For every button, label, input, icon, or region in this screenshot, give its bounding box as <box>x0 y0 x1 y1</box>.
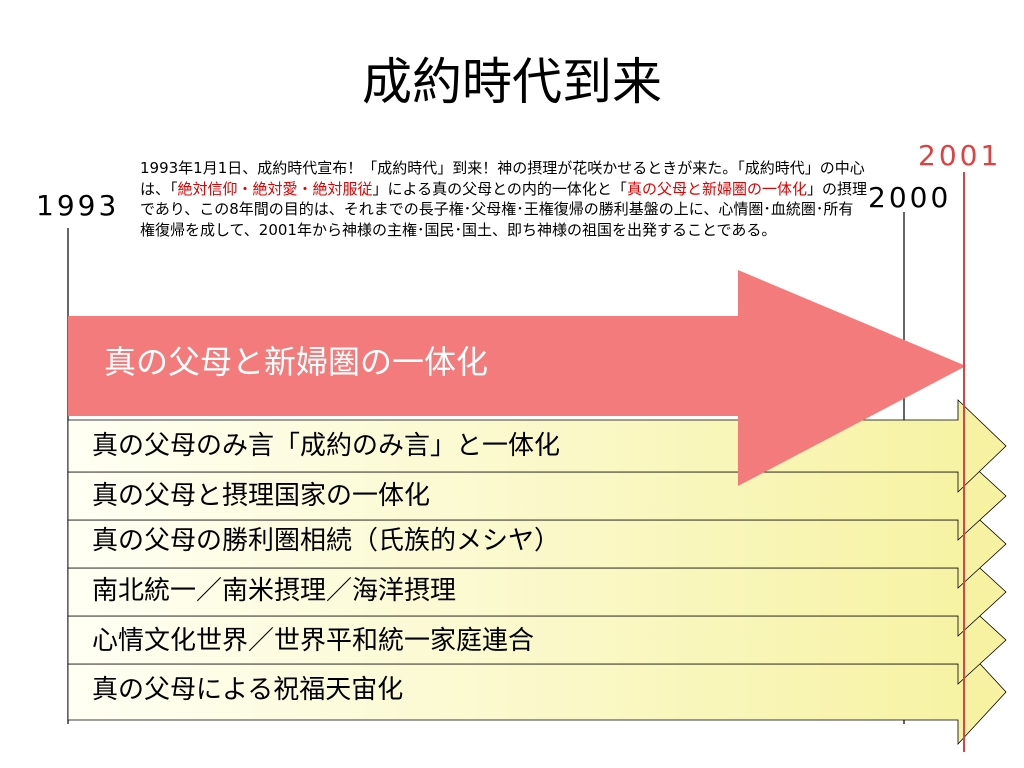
main-arrow-shape <box>68 270 966 486</box>
description-highlight-unity: 真の父母と新婦圏の一体化 <box>626 179 807 198</box>
year-2000-label: 2000 <box>868 181 952 214</box>
band-label-4: 南北統一／南米摂理／海洋摂理 <box>92 576 457 606</box>
band-label-3: 真の父母の勝利圏相続（氏族的メシヤ） <box>92 526 561 556</box>
description-text: 1993年1月1日、成約時代宣布！「成約時代」到来！神の摂理が花咲かせるときが来… <box>140 158 868 240</box>
main-arrow-label: 真の父母と新婦圏の一体化 <box>104 343 489 381</box>
year-2001-label: 2001 <box>918 139 1002 172</box>
band-label-1: 真の父母のみ言「成約のみ言」と一体化 <box>92 431 561 461</box>
description-part-3: 」の摂理であり、この8年間の目的は、それまでの長子権･父母権･王権復帰の勝利基盤… <box>140 179 867 239</box>
description-highlight-faith: 絶対信仰・絶対愛・絶対服従 <box>177 179 373 198</box>
page-title: 成約時代到来 <box>362 53 662 111</box>
band-label-6: 真の父母による祝福天宙化 <box>92 675 404 705</box>
description-part-1: 1993年1月1日、成約時代宣布！「成約時代」到来！神の摂理が花咲かせるときが来… <box>140 159 865 198</box>
year-1993-label: 1993 <box>36 189 120 222</box>
description-part-2: 」による真の父母との内的一体化と「 <box>372 179 627 198</box>
band-label-2: 真の父母と摂理国家の一体化 <box>92 481 431 511</box>
band-label-5: 心情文化世界／世界平和統一家庭連合 <box>92 626 535 656</box>
